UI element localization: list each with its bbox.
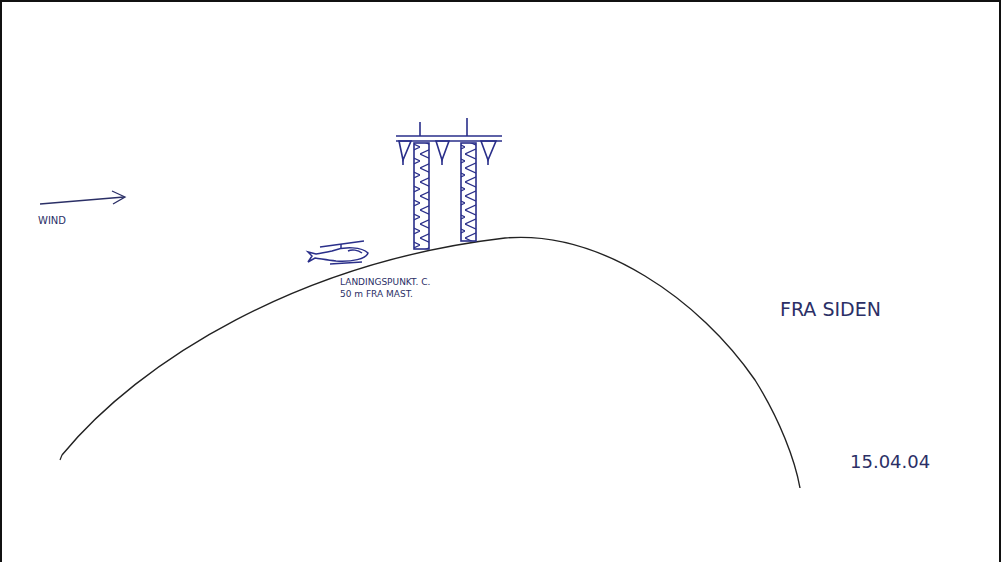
hill-end	[60, 455, 62, 460]
date-label: 15.04.04	[850, 450, 930, 474]
landing-note: LANDINGSPUNKT. C. 50 m FRA MAST.	[340, 276, 432, 300]
view-label: FRA SIDEN	[780, 297, 881, 323]
wind-label: WIND	[38, 214, 66, 228]
helicopter	[308, 241, 368, 264]
power-pylon	[396, 118, 502, 249]
hill-outline	[62, 237, 800, 488]
wind-arrow	[40, 191, 125, 204]
